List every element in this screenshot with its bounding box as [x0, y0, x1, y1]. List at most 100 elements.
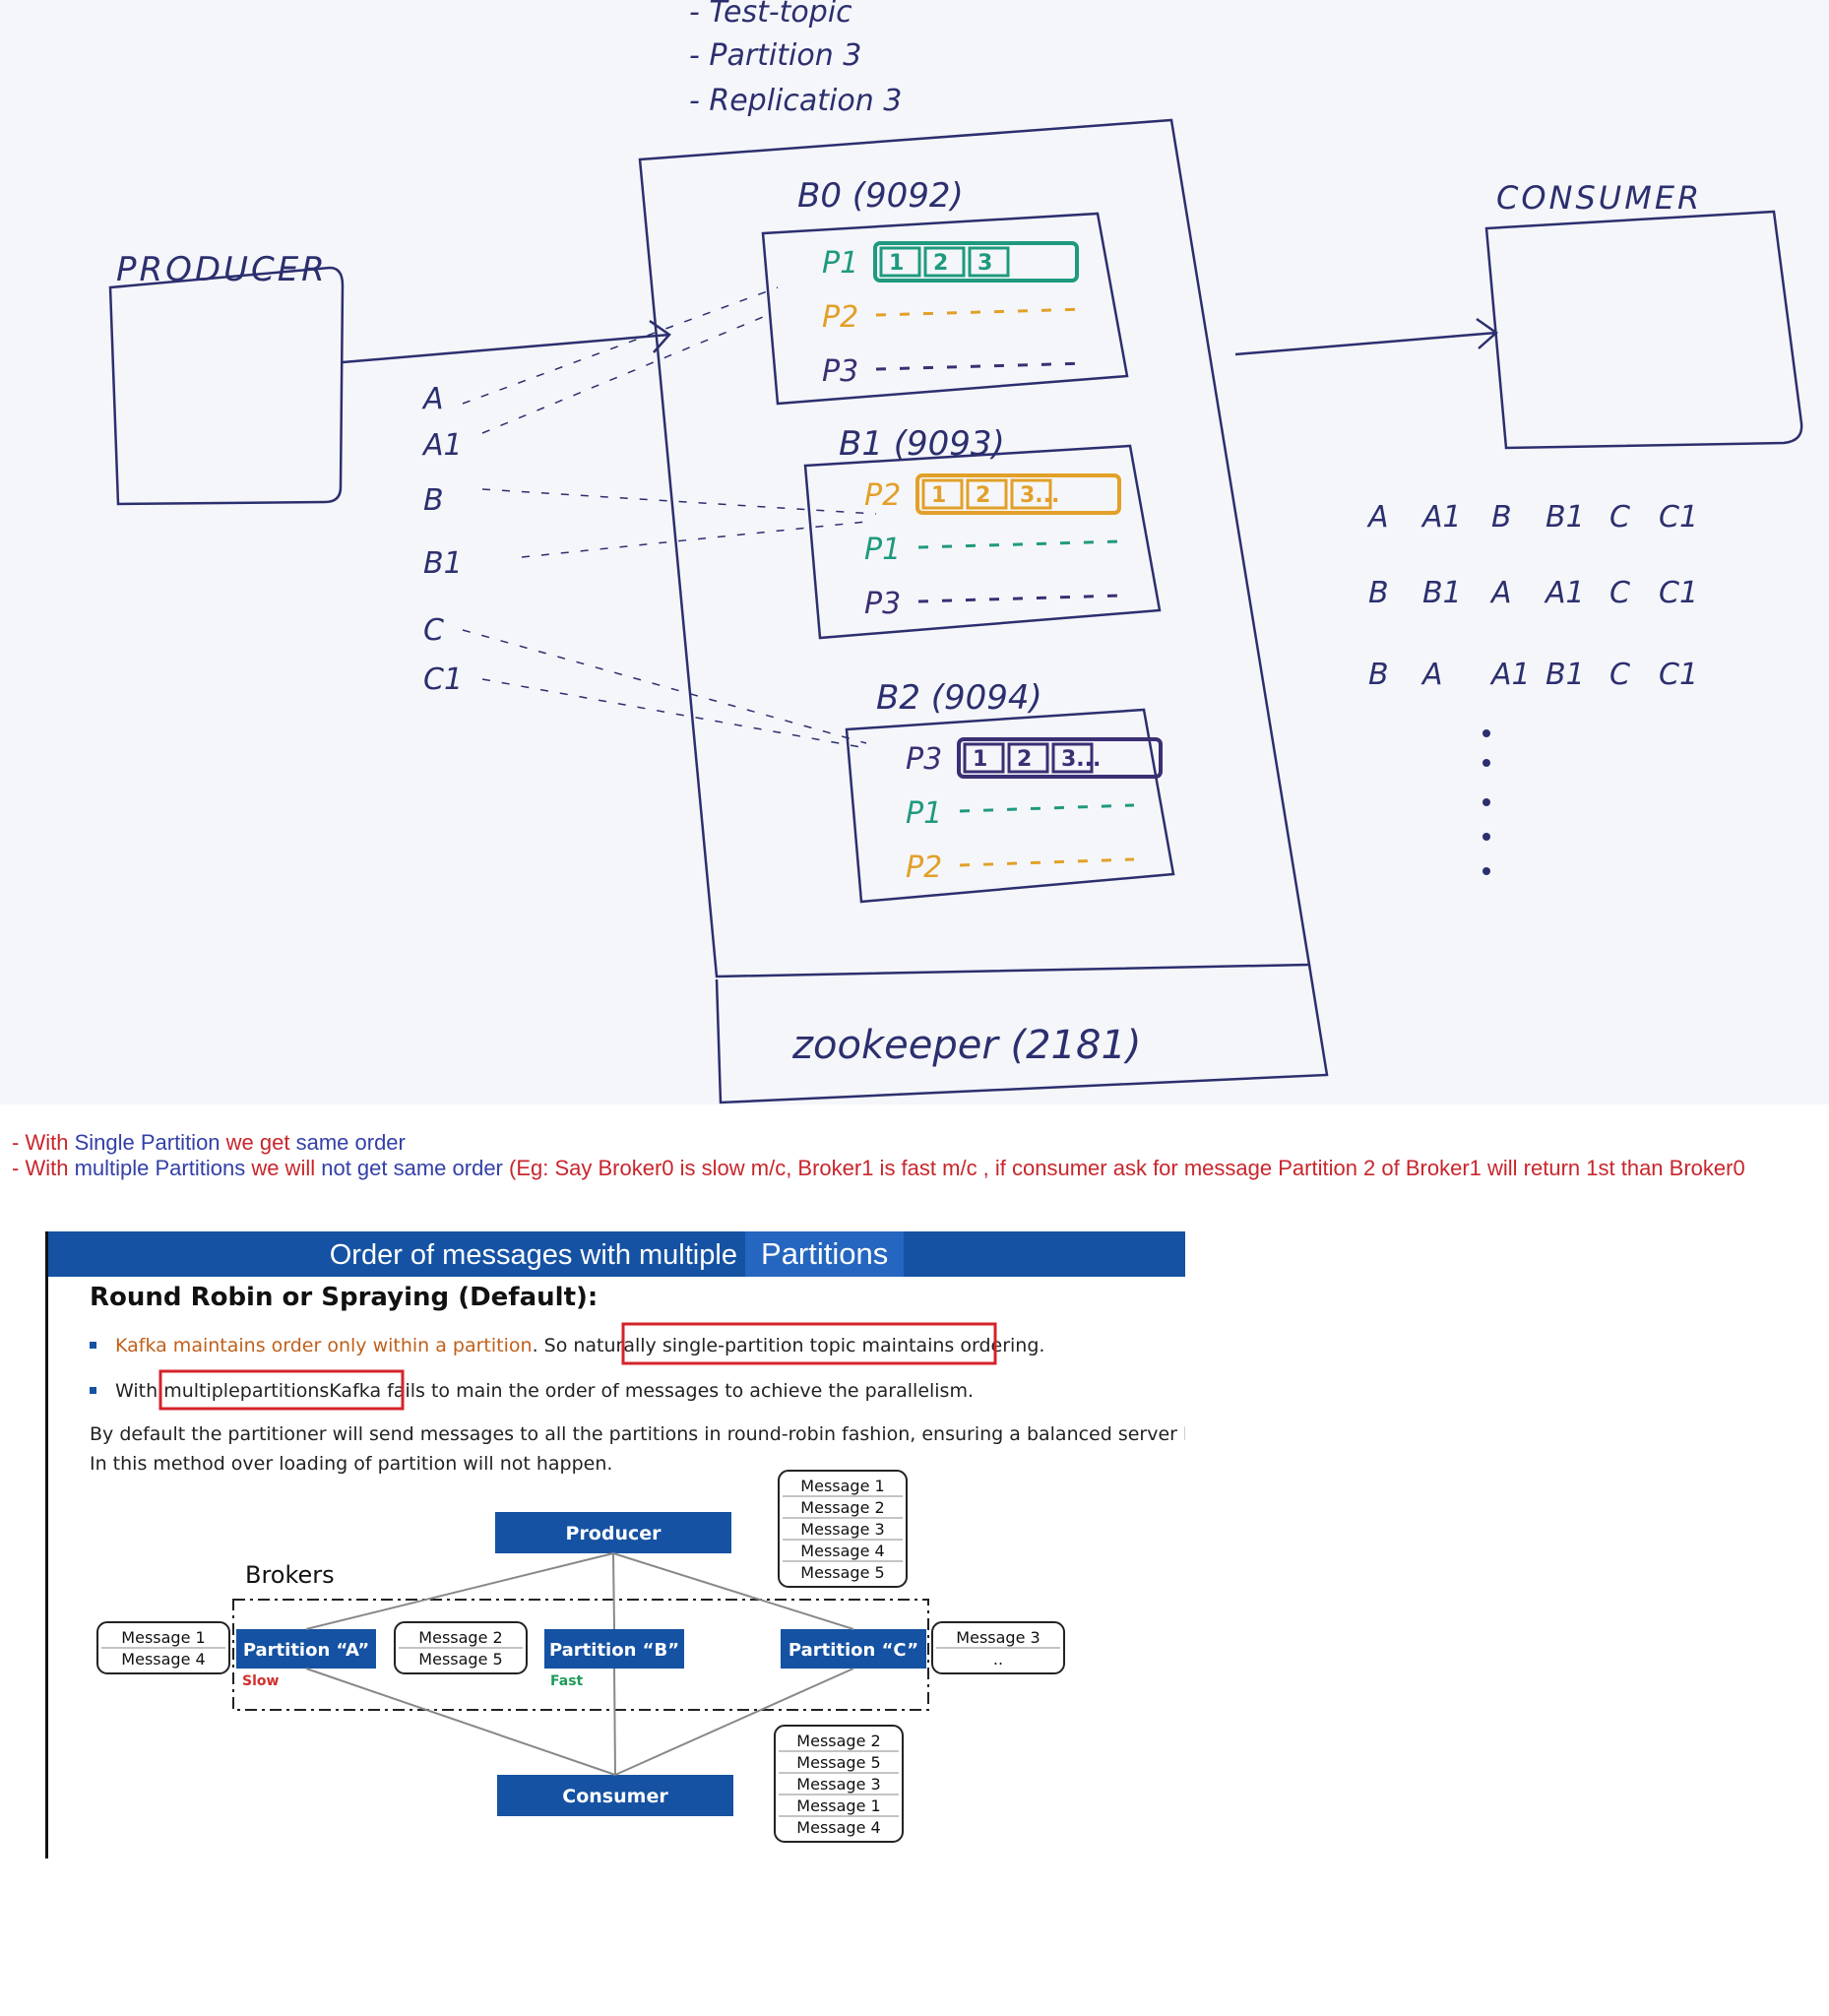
slide-order-of-messages: Order of messages with multiple Partitio… — [45, 1231, 1185, 1858]
kafka-cluster-sketch: - Test-topic- Partition 3- Replication 3… — [108, 0, 1803, 1104]
bullet-marker — [90, 1387, 96, 1394]
message-item: Message 1 — [796, 1796, 880, 1815]
note-segment: we get — [220, 1130, 296, 1155]
partition-label: P2 — [822, 300, 858, 335]
note-segment: Single Partition — [74, 1130, 221, 1155]
consumer-order-item: B — [1491, 500, 1512, 535]
leader-cell — [1010, 478, 1052, 510]
broker-box — [761, 212, 1129, 406]
message-item: Message 1 — [800, 1477, 884, 1495]
partition-label: Partition “B” — [549, 1640, 679, 1661]
message-item: Message 4 — [121, 1650, 205, 1669]
slide-title-main: Order of messages with multiple — [329, 1239, 746, 1271]
note-segment: multiple Partitions — [74, 1156, 246, 1180]
partition-label: P3 — [864, 587, 901, 621]
partition-speed: Fast — [550, 1673, 584, 1689]
highlight-box — [158, 1369, 405, 1411]
broker-title: B2 (9094) — [876, 678, 1042, 718]
message-item: Message 5 — [418, 1650, 502, 1669]
note-segment: we will — [245, 1156, 322, 1180]
leader-cell-value: 2 — [933, 251, 948, 276]
leader-cell-value: 3 — [978, 251, 992, 276]
consumer-order-item: C — [1609, 658, 1630, 692]
routing-line — [481, 678, 867, 749]
topic-line: - Partition 3 — [689, 38, 861, 73]
slide-diagram: Round Robin or Spraying (Default):Kafka … — [90, 1283, 1185, 1843]
flow-line — [614, 1668, 854, 1776]
bullet-2-boxed: multiplepartitionsKafka fails — [163, 1380, 425, 1402]
partition-box — [236, 1629, 376, 1669]
partition-box — [544, 1629, 684, 1669]
partition-box — [781, 1629, 926, 1669]
leader-cell — [1007, 742, 1049, 774]
consumer-order-item: B1 — [1545, 658, 1585, 692]
note-segment: - With — [12, 1156, 75, 1180]
producer-box — [495, 1512, 731, 1553]
consumer-arrow — [1234, 317, 1499, 356]
leader-cell — [1051, 742, 1094, 774]
ellipsis-dot — [1482, 729, 1490, 737]
partition-speed: Slow — [242, 1673, 280, 1689]
consumer-order-item: A — [1366, 500, 1389, 535]
leader-cell — [968, 246, 1010, 278]
partition-label: P1 — [822, 246, 858, 281]
replica-partition — [959, 803, 1135, 813]
consumer-label: Consumer — [562, 1786, 668, 1807]
brokers-label: Brokers — [245, 1561, 335, 1589]
partition-label: Partition “C” — [788, 1640, 918, 1661]
slide-title: Order of messages with multiple Partitio… — [48, 1231, 1185, 1277]
partition-label: P2 — [864, 478, 901, 513]
bullet-2-prefix: With — [115, 1380, 163, 1402]
producer-box — [108, 266, 345, 506]
bullet-1: Kafka maintains order only within a part… — [115, 1335, 1044, 1356]
leader-partition-box — [873, 241, 1079, 283]
ellipsis-dot — [1482, 867, 1490, 875]
message-label: A — [421, 382, 444, 416]
consumer-box — [1484, 210, 1803, 450]
broker-box — [803, 444, 1162, 640]
routing-line — [481, 314, 769, 434]
message-item: .. — [993, 1650, 1003, 1669]
consumer-order-item: B — [1368, 576, 1389, 610]
consumer-order-item: C1 — [1659, 576, 1698, 610]
flow-line — [305, 1668, 616, 1776]
zookeeper-box — [715, 964, 1329, 1104]
replica-partition — [917, 594, 1121, 603]
consumer-order-item: A — [1420, 658, 1443, 692]
consumer-box — [497, 1775, 733, 1816]
flow-line — [612, 1552, 854, 1630]
partition-label: P3 — [822, 354, 858, 389]
message-label: C1 — [423, 662, 463, 697]
leader-cell-value: 1 — [889, 251, 904, 276]
leader-cell — [966, 478, 1008, 510]
consumer-order-item: B — [1368, 658, 1389, 692]
consumer-order-item: A1 — [1489, 658, 1531, 692]
message-label: B1 — [423, 546, 463, 581]
leader-cell-value: 1 — [931, 483, 946, 508]
consumer-order-item: A1 — [1420, 500, 1462, 535]
consumer-label: CONSUMER — [1496, 179, 1702, 217]
routing-line — [521, 521, 867, 558]
message-item: Message 1 — [121, 1628, 205, 1647]
bullet-1-boxed: single-partition topic maintains orderin… — [662, 1335, 1045, 1356]
consumer-order-item: A — [1489, 576, 1512, 610]
routing-line — [481, 488, 877, 515]
consumer-order-item: B1 — [1422, 576, 1462, 610]
leader-cell-value: 3... — [1020, 483, 1059, 508]
partition-label: P1 — [864, 533, 901, 567]
message-item: Message 4 — [800, 1542, 884, 1560]
note-single-partition: - With Single Partition we get same orde… — [12, 1130, 1813, 1156]
bullet-2: With multiplepartitionsKafka fails to ma… — [115, 1380, 974, 1402]
zookeeper-label: zookeeper (2181) — [791, 1023, 1142, 1068]
leader-cell-value: 2 — [1017, 747, 1032, 772]
paragraph-line: In this method over loading of partition… — [90, 1453, 612, 1475]
replica-partition — [875, 361, 1089, 371]
message-item: Message 5 — [796, 1753, 880, 1772]
ellipsis-dot — [1482, 759, 1490, 767]
consumer-message-stack — [774, 1725, 904, 1843]
message-item: Message 3 — [800, 1520, 884, 1539]
topic-line: - Test-topic — [689, 0, 852, 30]
message-item: Message 5 — [800, 1563, 884, 1582]
consumer-order-item: A1 — [1544, 576, 1585, 610]
highlight-box — [621, 1322, 997, 1365]
